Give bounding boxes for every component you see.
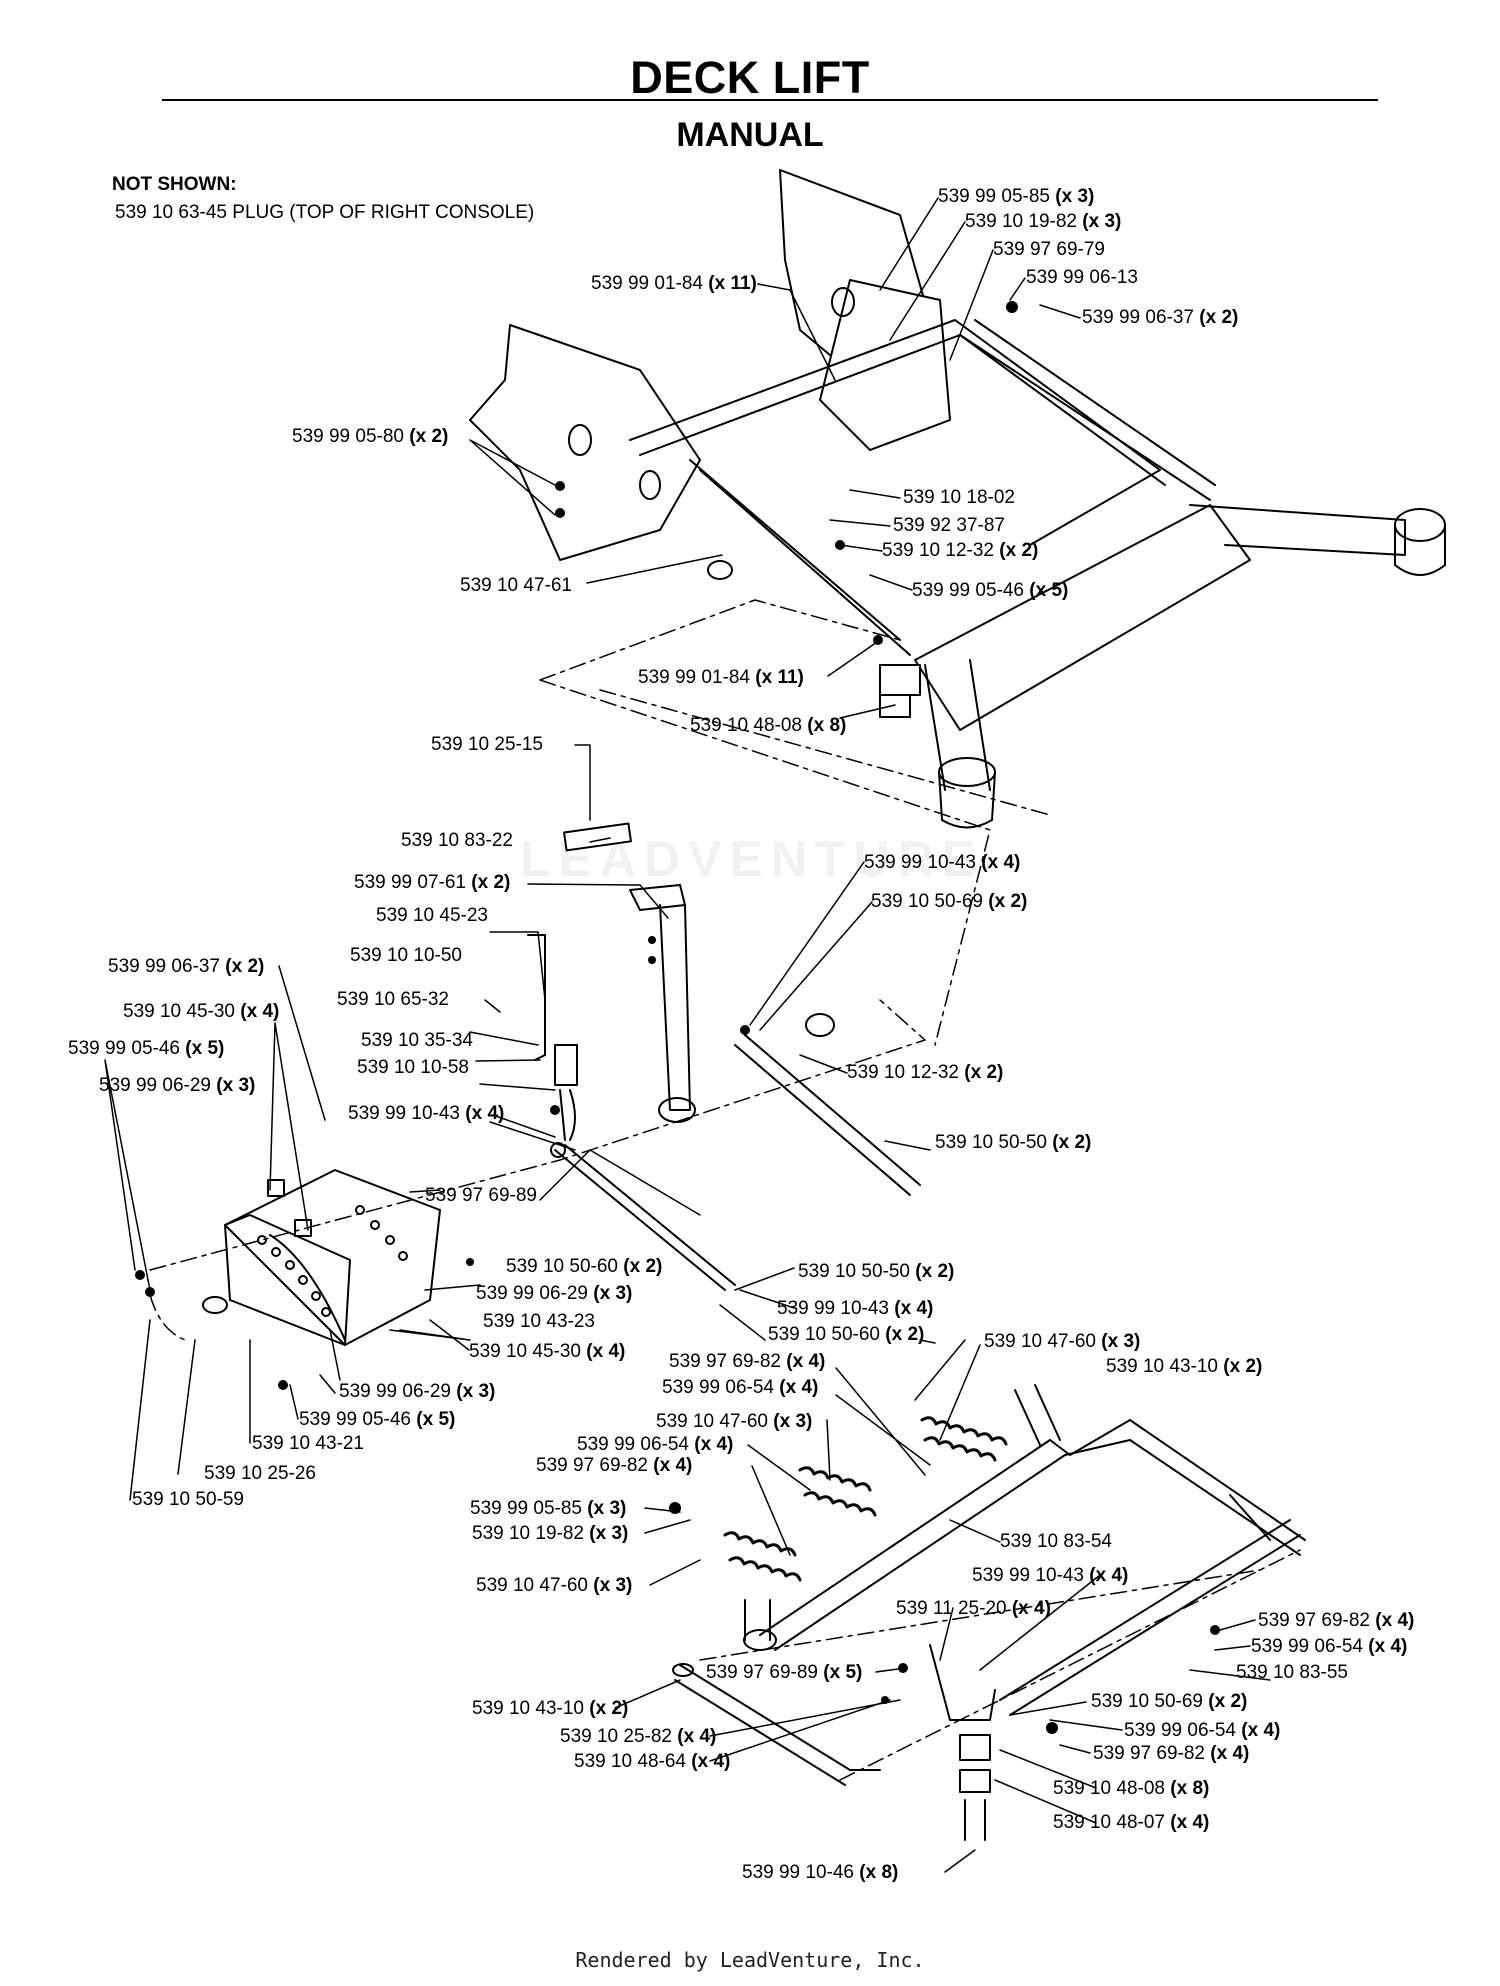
callout-36: 539 10 43-23 — [483, 1311, 595, 1332]
callout-44: 539 99 05-46 (x 5) — [299, 1409, 456, 1430]
callout-32: 539 10 50-60 (x 2) — [506, 1256, 663, 1277]
callout-2: 539 97 69-79 — [993, 239, 1105, 260]
callout-63: 539 10 25-82 (x 4) — [560, 1726, 717, 1747]
callout-35: 539 99 10-43 (x 4) — [777, 1298, 934, 1319]
callout-31: 539 97 69-89 — [425, 1185, 537, 1206]
callout-18: 539 10 50-69 (x 2) — [871, 891, 1028, 912]
callout-11: 539 99 05-46 (x 5) — [912, 580, 1069, 601]
callout-43: 539 99 06-54 (x 4) — [662, 1377, 819, 1398]
callout-21: 539 10 10-50 — [350, 945, 462, 966]
callout-37: 539 10 50-60 (x 2) — [768, 1324, 925, 1345]
callout-51: 539 99 05-85 (x 3) — [470, 1498, 627, 1519]
hardware-markers — [135, 301, 1220, 1734]
callout-69: 539 99 10-46 (x 8) — [742, 1862, 899, 1883]
callout-12: 539 99 01-84 (x 11) — [638, 667, 804, 688]
leader-lines — [104, 197, 1271, 1873]
callout-59: 539 97 69-89 (x 5) — [706, 1662, 863, 1683]
callout-64: 539 99 06-54 (x 4) — [1124, 1720, 1281, 1741]
callout-62: 539 10 50-69 (x 2) — [1091, 1691, 1248, 1712]
not-shown-item: 539 10 63-45 PLUG (TOP OF RIGHT CONSOLE) — [115, 202, 535, 223]
page-subtitle: MANUAL — [676, 116, 824, 154]
callout-40: 539 97 69-82 (x 4) — [669, 1351, 826, 1372]
callout-49: 539 97 69-82 (x 4) — [536, 1455, 693, 1476]
callout-26: 539 10 12-32 (x 2) — [847, 1062, 1004, 1083]
title-rule — [162, 99, 1378, 101]
callout-3: 539 99 06-13 — [1026, 267, 1138, 288]
callout-22: 539 10 45-30 (x 4) — [123, 1001, 280, 1022]
callout-65: 539 10 48-64 (x 4) — [574, 1751, 731, 1772]
not-shown-heading: NOT SHOWN: — [112, 174, 237, 195]
callout-45: 539 10 47-60 (x 3) — [656, 1411, 813, 1432]
callout-14: 539 10 25-15 — [431, 734, 543, 755]
callout-58: 539 99 06-54 (x 4) — [1251, 1636, 1408, 1657]
footer-credit: Rendered by LeadVenture, Inc. — [575, 1948, 925, 1972]
assembly-lines — [149, 599, 1301, 1781]
callout-42: 539 99 06-29 (x 3) — [339, 1381, 496, 1402]
callout-39: 539 10 45-30 (x 4) — [469, 1341, 626, 1362]
callout-60: 539 10 83-55 — [1236, 1662, 1348, 1683]
callout-29: 539 99 10-43 (x 4) — [348, 1103, 505, 1124]
callout-41: 539 10 43-10 (x 2) — [1106, 1356, 1263, 1377]
callout-19: 539 10 45-23 — [376, 905, 488, 926]
callout-7: 539 10 18-02 — [903, 487, 1015, 508]
callout-28: 539 10 10-58 — [357, 1057, 469, 1078]
callout-16: 539 99 10-43 (x 4) — [864, 852, 1021, 873]
callout-24: 539 99 05-46 (x 5) — [68, 1038, 225, 1059]
callout-48: 539 10 25-26 — [204, 1463, 316, 1484]
callout-30: 539 10 50-50 (x 2) — [935, 1132, 1092, 1153]
main-frame — [469, 169, 1446, 829]
callout-55: 539 99 10-43 (x 4) — [972, 1565, 1129, 1586]
callout-52: 539 10 83-54 — [1000, 1531, 1112, 1552]
callout-46: 539 10 43-21 — [252, 1433, 364, 1454]
lift-shafts — [672, 1384, 1306, 1841]
springs — [723, 1416, 1008, 1582]
callout-53: 539 10 19-82 (x 3) — [472, 1523, 629, 1544]
callout-27: 539 99 06-29 (x 3) — [99, 1075, 256, 1096]
callout-38: 539 10 47-60 (x 3) — [984, 1331, 1141, 1352]
callout-9: 539 10 12-32 (x 2) — [882, 540, 1039, 561]
callout-50: 539 10 50-59 — [132, 1489, 244, 1510]
callout-23: 539 10 65-32 — [337, 989, 449, 1010]
callout-0: 539 99 05-85 (x 3) — [938, 186, 1095, 207]
callout-5: 539 99 01-84 (x 11) — [591, 273, 757, 294]
callout-13: 539 10 48-08 (x 8) — [690, 715, 847, 736]
callout-67: 539 10 48-08 (x 8) — [1053, 1778, 1210, 1799]
page-title: DECK LIFT — [630, 52, 870, 103]
callout-1: 539 10 19-82 (x 3) — [965, 211, 1122, 232]
height-quadrant — [202, 1169, 441, 1346]
callout-17: 539 99 07-61 (x 2) — [354, 872, 511, 893]
callout-6: 539 99 05-80 (x 2) — [292, 426, 449, 447]
callout-8: 539 92 37-87 — [893, 515, 1005, 536]
callout-15: 539 10 83-22 — [401, 830, 513, 851]
callout-25: 539 10 35-34 — [361, 1030, 473, 1051]
callout-66: 539 97 69-82 (x 4) — [1093, 1743, 1250, 1764]
callout-47: 539 99 06-54 (x 4) — [577, 1434, 734, 1455]
callout-10: 539 10 47-61 — [460, 575, 572, 596]
callout-57: 539 97 69-82 (x 4) — [1258, 1610, 1415, 1631]
callout-20: 539 99 06-37 (x 2) — [108, 956, 265, 977]
callout-68: 539 10 48-07 (x 4) — [1053, 1812, 1210, 1833]
callout-4: 539 99 06-37 (x 2) — [1082, 307, 1239, 328]
callout-61: 539 10 43-10 (x 2) — [472, 1698, 629, 1719]
callout-33: 539 10 50-50 (x 2) — [798, 1261, 955, 1282]
handle-assembly — [527, 822, 921, 1291]
callout-54: 539 10 47-60 (x 3) — [476, 1575, 633, 1596]
callout-56: 539 11 25-20 (x 4) — [896, 1598, 1051, 1619]
callout-34: 539 99 06-29 (x 3) — [476, 1283, 633, 1304]
